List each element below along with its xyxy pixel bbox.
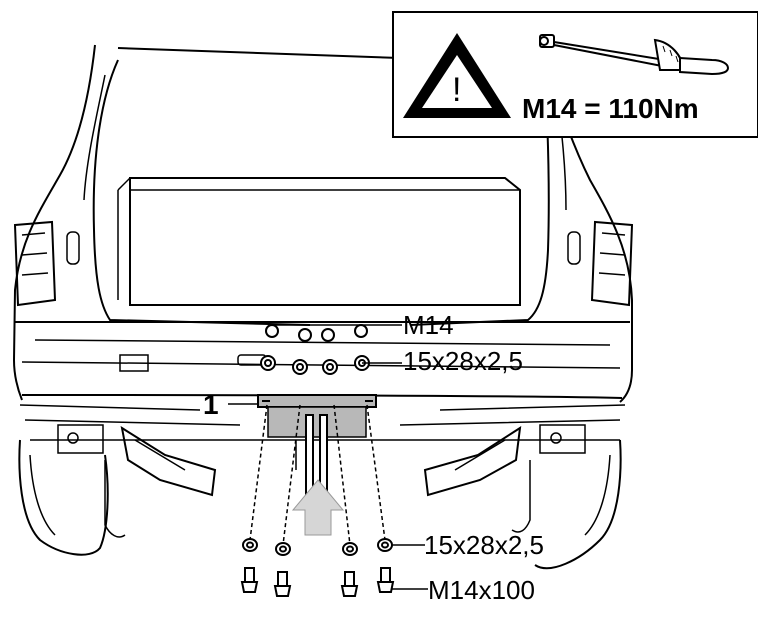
bolt — [240, 567, 259, 593]
bolt-insertion-paths — [249, 404, 386, 546]
callout-leader-lines — [228, 324, 428, 590]
bolt — [340, 571, 359, 597]
lower-bolts — [240, 567, 395, 597]
callout-washer-upper: 15x28x2,5 — [403, 346, 523, 376]
torque-spec-label: M14 = 110Nm — [522, 93, 699, 124]
vehicle-rear-body — [12, 44, 634, 570]
torque-warning-box: ! M14 = 110Nm — [392, 11, 758, 138]
lower-washers — [242, 538, 393, 556]
callout-washer-lower: 15x28x2,5 — [424, 530, 544, 560]
upper-mounting-nuts — [260, 324, 370, 375]
direction-up-arrow — [291, 479, 345, 536]
bolt — [376, 567, 395, 593]
part-number-label: 1 — [203, 389, 219, 420]
bolt — [273, 571, 292, 597]
warning-triangle-icon: ! — [403, 33, 511, 118]
warning-exclamation: ! — [452, 71, 461, 109]
torque-wrench-icon — [539, 34, 730, 76]
callout-bolt-lower: M14x100 — [428, 575, 535, 605]
towbar-mounting-plate — [257, 394, 377, 438]
callout-bolt-upper: M14 — [403, 310, 454, 340]
